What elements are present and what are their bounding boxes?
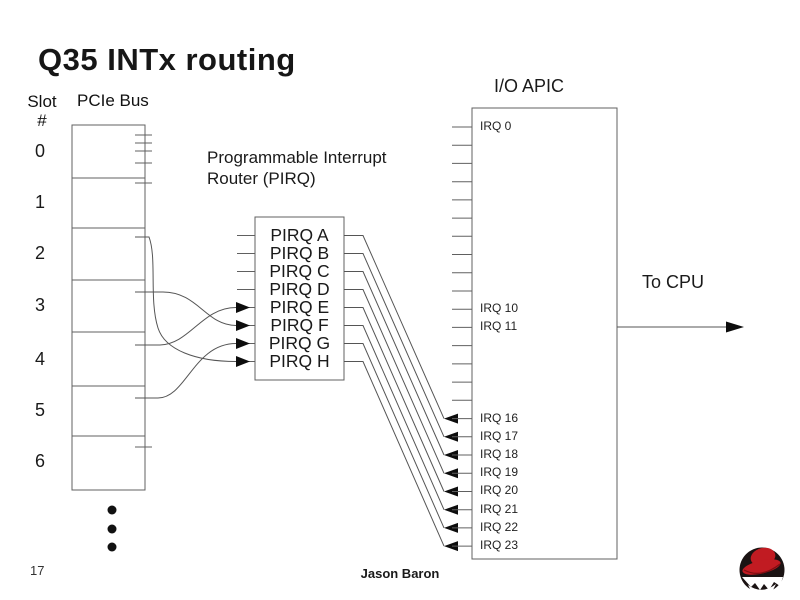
slot-number-5: 5: [34, 400, 45, 420]
line-pirq-d-irq19: [344, 289, 445, 474]
irq-label-21: IRQ 21: [480, 502, 519, 516]
slot-number-6: 6: [34, 451, 45, 471]
pirq-row-e: PIRQ E: [269, 297, 330, 317]
pirq-to-apic-lines: [344, 235, 445, 547]
to-cpu-label: To CPU: [642, 272, 705, 292]
curve-slot4-to-pirq-e: [135, 307, 237, 346]
apic-input-arrowheads: [444, 413, 458, 552]
pirq-row-f: PIRQ F: [270, 315, 329, 335]
irq-label-23: IRQ 23: [480, 538, 519, 552]
line-pirq-h-irq23: [344, 361, 445, 547]
slot-number-4: 4: [34, 349, 45, 369]
slot-header-line2: #: [37, 111, 47, 130]
line-pirq-b-irq17: [344, 253, 445, 438]
page-title: Q35 INTx routing: [38, 42, 296, 77]
pcie-bus-box: [71, 124, 146, 491]
line-pirq-c-irq18: [344, 271, 445, 456]
slot-number-3: 3: [34, 295, 45, 315]
pcie-intx-ticks: [135, 134, 152, 448]
pirq-row-g: PIRQ G: [268, 333, 331, 353]
apic-title: I/O APIC: [494, 76, 565, 96]
to-cpu-arrow: [617, 321, 744, 333]
footer-author: Jason Baron: [360, 566, 440, 581]
page-number: 17: [30, 563, 45, 578]
slot-number-2: 2: [34, 243, 45, 263]
slot-header-line1: Slot: [27, 92, 57, 111]
pirq-row-a: PIRQ A: [270, 225, 329, 245]
line-pirq-e-irq20: [344, 307, 445, 492]
line-pirq-a-irq16: [344, 235, 445, 419]
pirq-row-b: PIRQ B: [269, 243, 330, 263]
pcie-bus-label: PCIe Bus: [77, 91, 149, 110]
line-pirq-g-irq22: [344, 343, 445, 529]
slot-to-pirq-curves: [135, 236, 237, 399]
pirq-row-h: PIRQ H: [269, 351, 330, 371]
apic-box: [452, 107, 618, 560]
pirq-input-arrowheads: [236, 302, 250, 367]
slot-number-0: 0: [34, 141, 45, 161]
irq-label-10: IRQ 10: [480, 301, 519, 315]
ellipsis-dots: [107, 505, 117, 552]
pirq-caption: Programmable Interrupt Router (PIRQ): [207, 148, 387, 188]
curve-slot3-to-pirq-f: [135, 291, 237, 326]
irq-label-17: IRQ 17: [480, 429, 519, 443]
irq-label-11: IRQ 11: [480, 319, 518, 333]
pirq-row-c: PIRQ C: [269, 261, 330, 281]
line-pirq-f-irq21: [344, 325, 445, 510]
irq-label-22: IRQ 22: [480, 520, 519, 534]
irq-label-20: IRQ 20: [480, 483, 519, 497]
curve-slot5-to-pirq-g: [135, 343, 237, 399]
irq-label-0: IRQ 0: [480, 119, 512, 133]
irq-label-18: IRQ 18: [480, 447, 519, 461]
irq-label-16: IRQ 16: [480, 411, 519, 425]
curve-slot2-to-pirq-h: [135, 236, 237, 362]
irq-label-19: IRQ 19: [480, 465, 519, 479]
pirq-row-d: PIRQ D: [269, 279, 330, 299]
redhat-logo-icon: [739, 547, 785, 594]
slot-number-1: 1: [34, 192, 45, 212]
